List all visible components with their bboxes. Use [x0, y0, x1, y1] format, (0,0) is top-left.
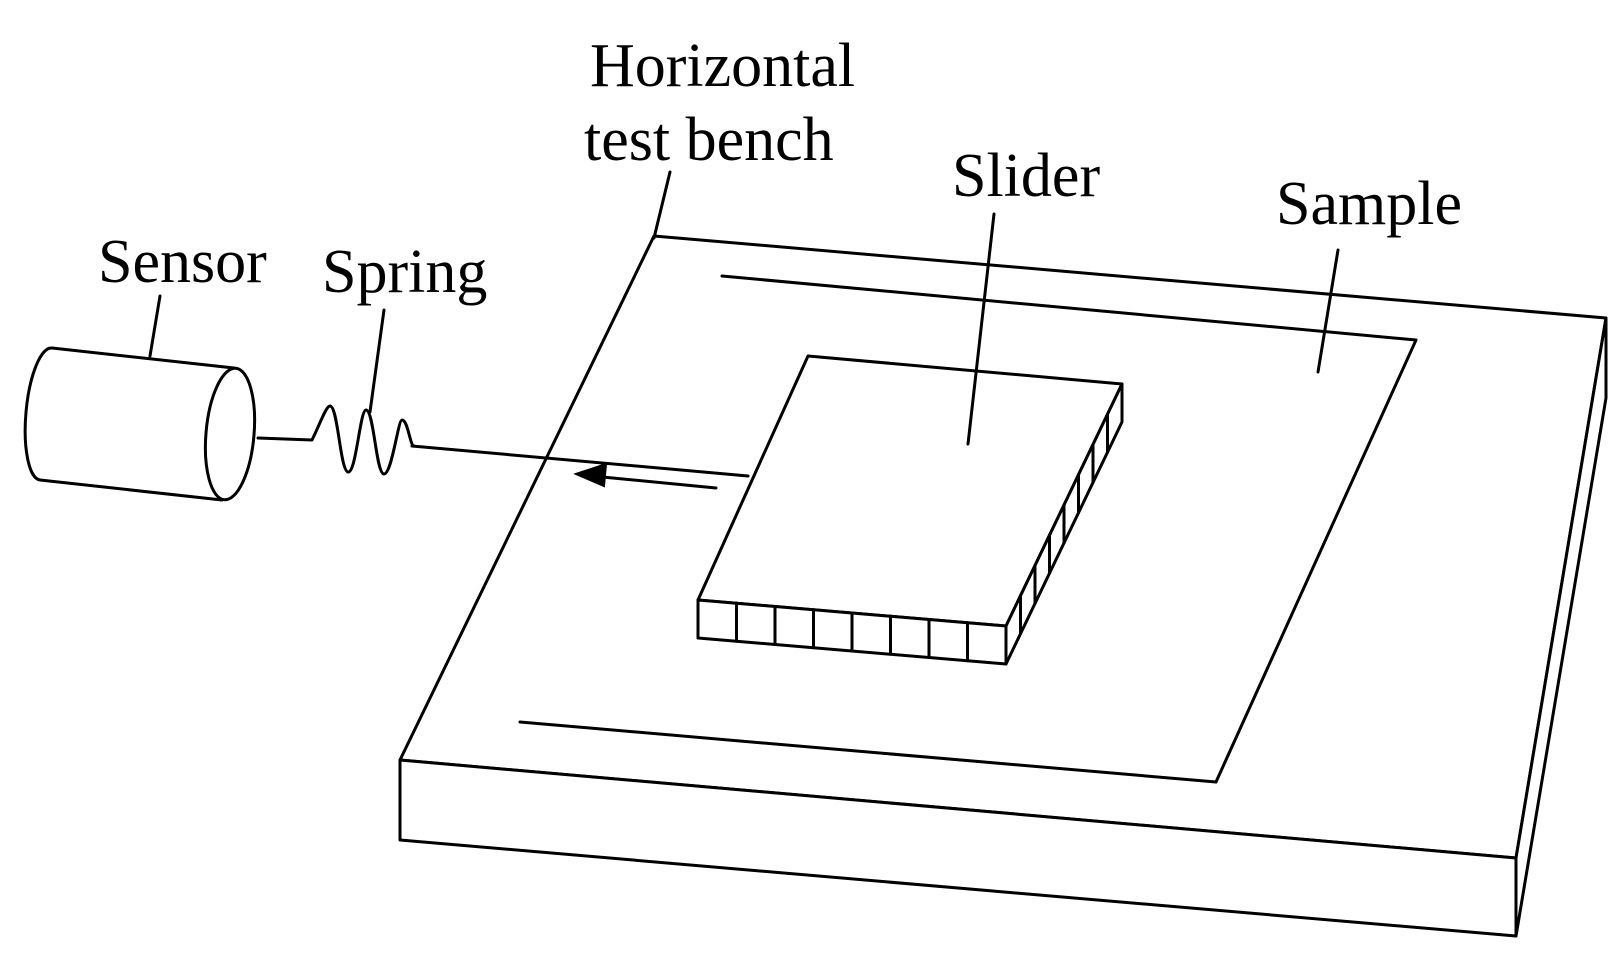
direction-arrow — [573, 462, 718, 490]
leader-lines — [148, 170, 1340, 446]
label-sample: Sample — [1276, 170, 1462, 238]
sensor-body — [23, 346, 236, 502]
label-spring: Spring — [322, 238, 487, 306]
arrow-shaft — [590, 474, 718, 490]
leader-sensor — [148, 294, 162, 358]
label-bench-line1: Horizontal — [590, 32, 855, 100]
bench-right-face — [1514, 316, 1608, 938]
sensor-end-cap — [203, 366, 257, 502]
spring-coil — [256, 404, 416, 476]
sample-top-edge — [720, 274, 1418, 784]
leader-spring — [368, 308, 386, 414]
sensor-cylinder — [23, 346, 257, 502]
sample-bottom-edge — [518, 720, 1218, 784]
leader-slider — [966, 212, 996, 446]
sample-outline — [518, 274, 1418, 784]
label-bench-line2: test bench — [584, 106, 834, 174]
leader-bench — [652, 170, 672, 240]
label-sensor: Sensor — [98, 228, 267, 296]
slider-block — [696, 354, 1124, 666]
label-slider: Slider — [952, 142, 1100, 210]
arrow-head-icon — [573, 462, 608, 488]
leader-sample — [1316, 248, 1340, 374]
slider-side-ticks — [735, 412, 1109, 663]
pull-string — [410, 444, 750, 478]
